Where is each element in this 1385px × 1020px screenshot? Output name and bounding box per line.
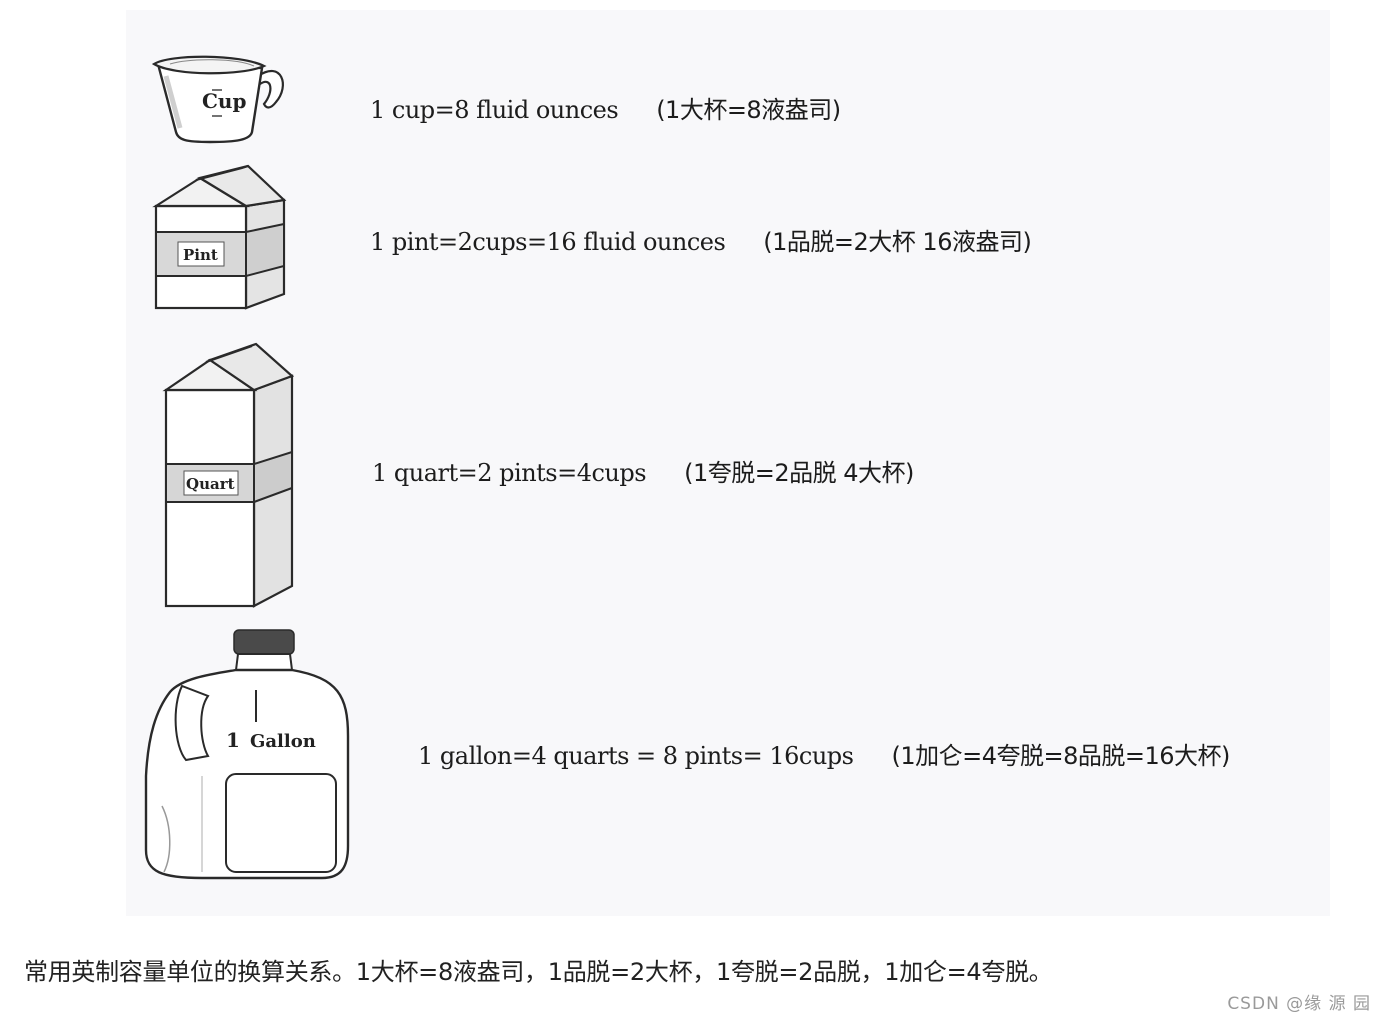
cup-equation: 1 cup=8 fluid ounces (1大杯=8液盎司) xyxy=(370,90,841,125)
gallon-number: 1 xyxy=(226,728,240,752)
quart-label: Quart xyxy=(186,475,235,493)
pint-carton-icon: Pint xyxy=(150,162,290,312)
cup-label: Cup xyxy=(202,89,246,113)
measuring-cup-icon: Cup xyxy=(150,46,290,146)
gallon-equation-text: 1 gallon=4 quarts = 8 pints= 16cups xyxy=(418,742,854,770)
quart-equation-chinese: (1夸脱=2品脱 4大杯) xyxy=(684,459,914,487)
quart-equation: 1 quart=2 pints=4cups (1夸脱=2品脱 4大杯) xyxy=(372,453,914,488)
csdn-watermark: CSDN @缘 源 园 xyxy=(1227,994,1371,1014)
quart-equation-text: 1 quart=2 pints=4cups xyxy=(372,459,647,487)
gallon-label: Gallon xyxy=(250,731,316,752)
pint-equation-text: 1 pint=2cups=16 fluid ounces xyxy=(370,228,726,256)
pint-equation: 1 pint=2cups=16 fluid ounces (1品脱=2大杯 16液… xyxy=(370,222,1032,257)
pint-equation-chinese: (1品脱=2大杯 16液盎司) xyxy=(763,228,1032,256)
gallon-equation: 1 gallon=4 quarts = 8 pints= 16cups (1加仑=… xyxy=(418,736,1230,771)
gallon-equation-chinese: (1加仑=4夸脱=8品脱=16大杯) xyxy=(891,742,1230,770)
gallon-jug-icon: 1 Gallon xyxy=(142,626,362,882)
cup-equation-text: 1 cup=8 fluid ounces xyxy=(370,96,619,124)
figure-caption: 常用英制容量单位的换算关系。1大杯=8液盎司，1品脱=2大杯，1夸脱=2品脱，1… xyxy=(24,958,1053,986)
cup-equation-chinese: (1大杯=8液盎司) xyxy=(656,96,841,124)
quart-carton-icon: Quart xyxy=(162,340,302,610)
pint-label: Pint xyxy=(183,246,218,264)
